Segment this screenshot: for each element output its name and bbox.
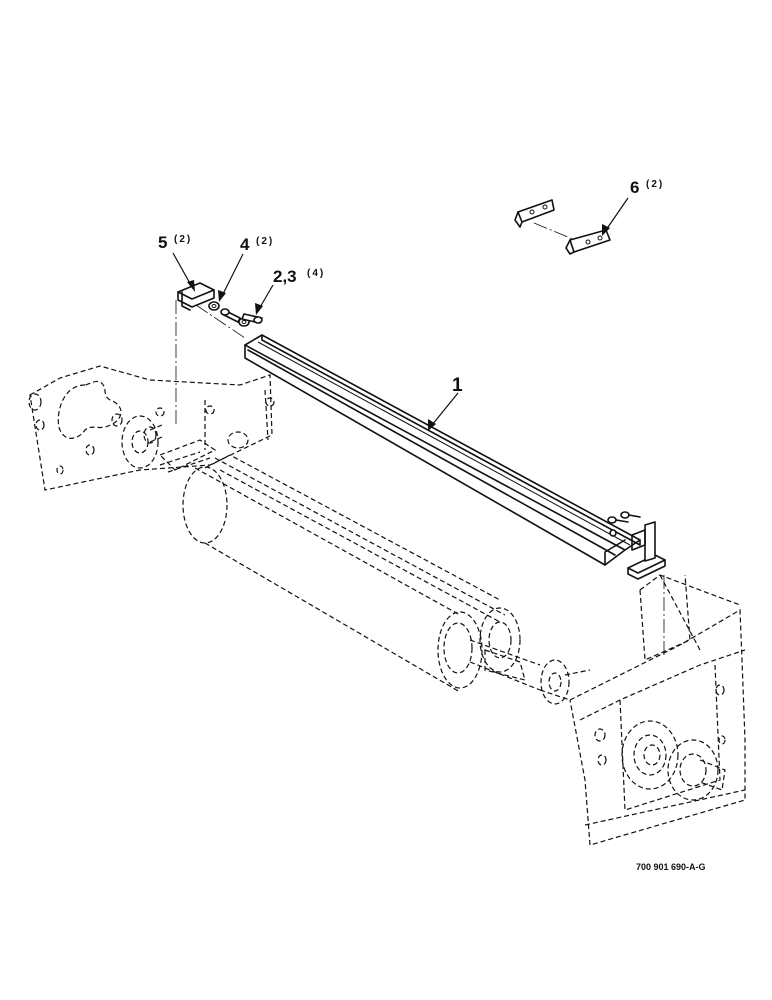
main-roller xyxy=(182,454,541,693)
drawing-number: 700 901 690-A-G xyxy=(636,862,706,872)
callout-quantity: (2) xyxy=(256,236,274,247)
right-end-bracket xyxy=(607,511,666,580)
callout-number: 6 xyxy=(630,178,639,197)
washers-part-4 xyxy=(208,301,250,327)
angle-bar-part-1 xyxy=(244,334,641,566)
callout-5: 5 (2) xyxy=(158,233,192,252)
callout-quantity: (2) xyxy=(174,234,192,245)
left-sprocket xyxy=(121,415,217,473)
callout-number: 1 xyxy=(452,375,463,396)
callout-6: 6 (2) xyxy=(630,178,664,197)
brackets-part-6 xyxy=(514,199,611,255)
bolts-part-2-3 xyxy=(220,308,263,324)
callout-quantity: (2) xyxy=(646,179,664,190)
leader-lines xyxy=(172,197,629,431)
callout-number: 2,3 xyxy=(273,267,297,286)
callout-4: 4 (2) xyxy=(240,235,274,254)
callout-number: 5 xyxy=(158,233,167,252)
callout-quantity: (4) xyxy=(307,268,325,279)
right-sprocket xyxy=(540,659,591,705)
callout-1: 1 xyxy=(452,375,463,396)
callout-2-3: 2,3 (4) xyxy=(273,267,325,286)
callout-number: 4 xyxy=(240,235,250,254)
alignment-lines xyxy=(175,222,665,655)
left-side-frame xyxy=(28,365,275,491)
right-side-frame xyxy=(539,574,746,846)
